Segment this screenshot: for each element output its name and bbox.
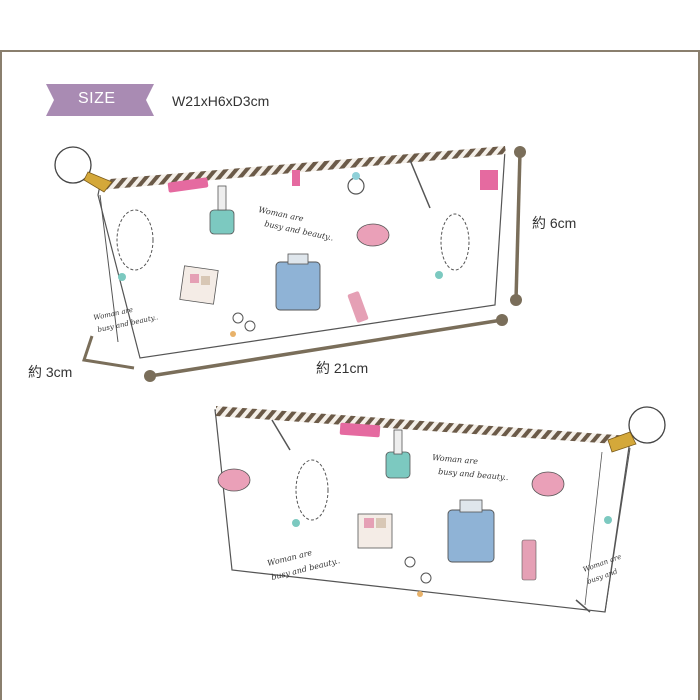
zipper-pull	[83, 171, 113, 193]
brush-motif	[409, 159, 431, 209]
eyeshadow-palette-motif	[179, 265, 219, 305]
size-tag-ribbon	[46, 84, 154, 116]
height-measure-label: 約 6cm	[532, 215, 577, 231]
pouch-front-view: Woman are busy and beauty.. Woman are bu…	[214, 406, 666, 613]
zipper-ring	[54, 146, 92, 184]
print-text-2a: Woman are	[432, 453, 479, 466]
nail-polish-motif	[209, 209, 235, 235]
width-line	[149, 318, 503, 378]
lipstick-motif	[347, 291, 369, 323]
lipstick-pink-motif	[167, 177, 209, 193]
pouch-top-view: Woman are busy and beauty.. Woman are bu…	[54, 146, 506, 359]
height-line	[514, 151, 522, 301]
perfume-bottle-motif	[275, 261, 321, 311]
zipper-ring-2	[628, 406, 666, 444]
zipper-tape-2	[216, 406, 630, 445]
compact-motif	[356, 223, 390, 247]
lip-tube-motif	[292, 170, 300, 186]
frame-left-edge	[0, 50, 2, 700]
size-tag-label: SIZE	[78, 90, 116, 107]
dimensions-text: W21xH6xD3cm	[172, 93, 270, 109]
pink-jar-motif	[480, 170, 498, 190]
depth-line	[82, 335, 135, 370]
outer-frame	[0, 50, 700, 700]
depth-measure-label: 約 3cm	[28, 364, 73, 380]
measurement-lines	[82, 146, 526, 382]
width-measure-label: 約 21cm	[316, 360, 369, 376]
frame-right-edge	[698, 50, 700, 700]
necklace-motif	[116, 209, 154, 271]
